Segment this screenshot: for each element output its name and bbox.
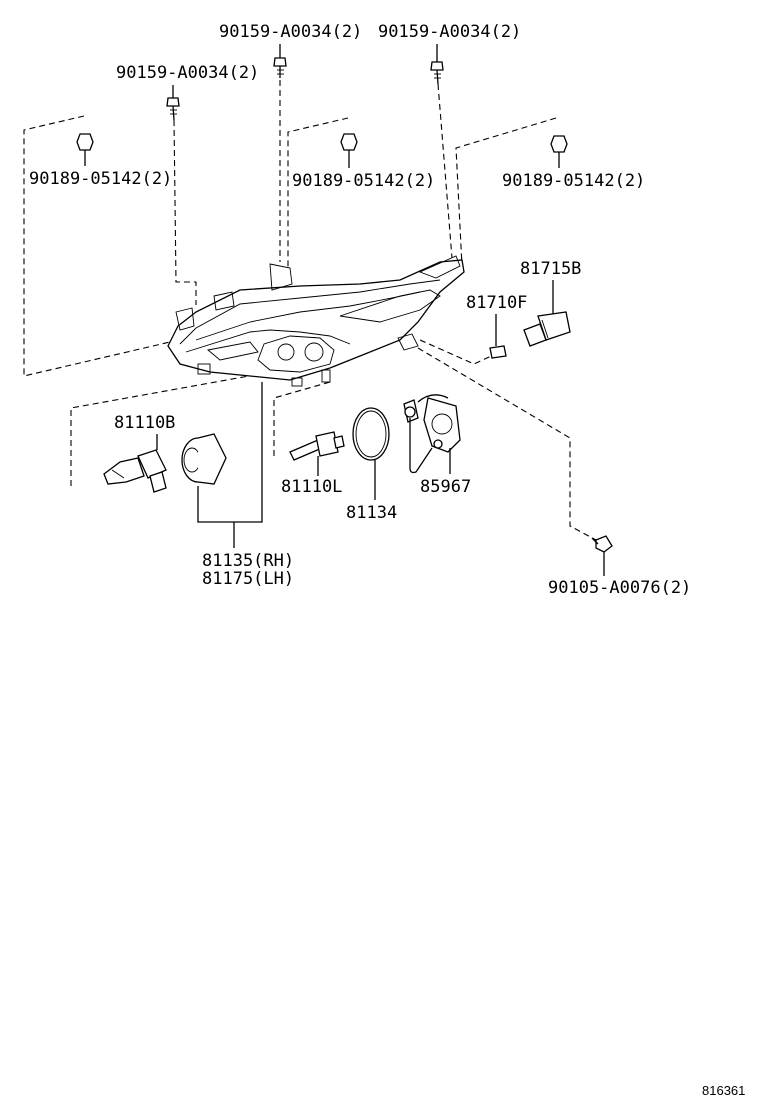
- label-81715b: 81715B: [520, 259, 581, 279]
- headlamp-housing: [167, 255, 465, 387]
- bulb-icon-81715b: [523, 280, 571, 347]
- nut-icon-left: [76, 133, 94, 166]
- cover-icon-81135-81175: [181, 382, 263, 548]
- bolt-icon-top-mid: [273, 44, 287, 78]
- label-bolt-top-mid: 90159-A0034(2): [219, 22, 362, 42]
- label-85967: 85967: [420, 477, 471, 497]
- bulb-icon-81110l: [289, 431, 345, 476]
- label-nut-mid: 90189-05142(2): [292, 171, 435, 191]
- label-screw-bottom: 90105-A0076(2): [548, 578, 691, 598]
- label-81110b: 81110B: [114, 413, 175, 433]
- bulb-icon-81110b: [103, 434, 167, 493]
- label-nut-right: 90189-05142(2): [502, 171, 645, 191]
- assembly-dash-lines: [23, 80, 597, 541]
- label-81134: 81134: [346, 503, 397, 523]
- label-nut-left: 90189-05142(2): [29, 169, 172, 189]
- bolt-icon-top-left: [166, 85, 180, 121]
- bolt-icon-top-right: [430, 44, 444, 85]
- figure-reference-number: 816361: [702, 1083, 745, 1098]
- label-bolt-top-left: 90159-A0034(2): [116, 63, 259, 83]
- nut-icon-right: [550, 135, 568, 168]
- screw-icon-90105: [591, 535, 613, 576]
- bulb-icon-81710f: [489, 314, 507, 359]
- seal-ring-icon-81134: [352, 407, 390, 500]
- socket-icon-85967: [403, 394, 461, 474]
- label-81110l: 81110L: [281, 477, 342, 497]
- label-81175-lh: 81175(LH): [202, 569, 294, 589]
- label-bolt-top-right: 90159-A0034(2): [378, 22, 521, 42]
- label-81710f: 81710F: [466, 293, 527, 313]
- label-81135-rh: 81135(RH): [202, 551, 294, 571]
- nut-icon-mid: [340, 133, 358, 168]
